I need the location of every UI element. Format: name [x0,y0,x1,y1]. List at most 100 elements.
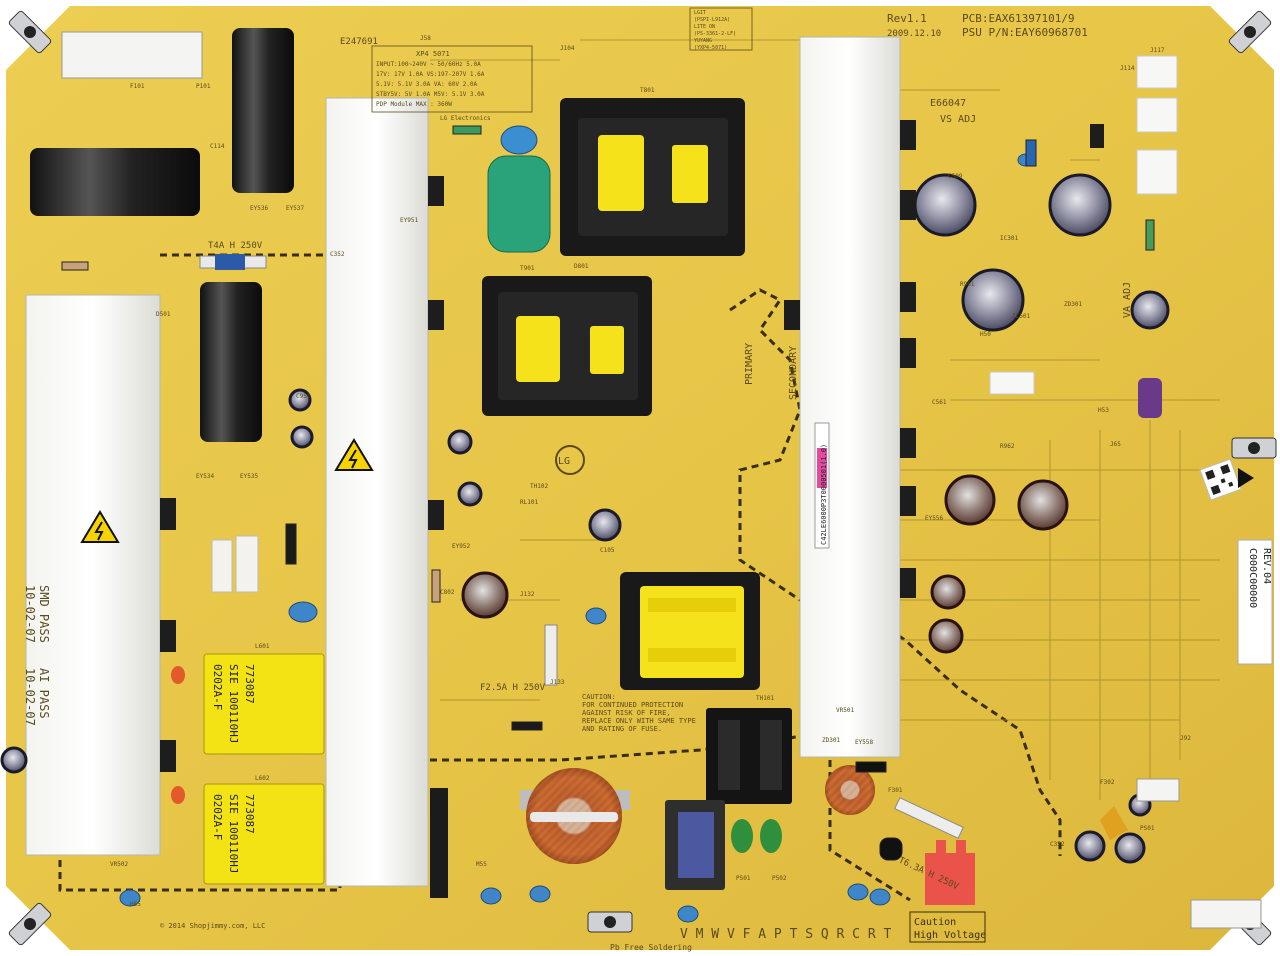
reference-designator: C802 [440,589,455,596]
model-line: YUYANG [694,38,712,44]
date-label: 2009.12.10 [887,29,941,39]
reference-designator: T901 [520,265,535,272]
svg-text:LG: LG [558,456,570,467]
reference-designator: J92 [1180,735,1191,742]
reference-designator: PS01 [1140,825,1155,832]
svg-text:773087: 773087 [243,664,256,704]
reference-designator: TH102 [530,483,548,490]
va-adj-label: VA ADJ [1122,282,1133,318]
small-components [61,125,1155,861]
svg-text:AND RATING OF FUSE.: AND RATING OF FUSE. [582,725,662,733]
mount-corners [6,6,1277,950]
spec-row: STBY5V: 5V 1.0A M5V: 5.1V 3.0A [376,91,485,98]
model-line: (YXP4-5071) [694,45,727,51]
model-line: LITE ON [694,24,715,30]
heatsink-right [799,36,901,758]
reference-designator: F301 [888,787,903,794]
copyright-label: © 2014 Shopjimmy.com, LLC [160,922,265,930]
spec-row: 5.1V: 5.1V 3.0A VA: 60V 2.0A [376,81,478,88]
lg-logo: LG [555,445,585,475]
svg-text:AI PASS: AI PASS [37,668,51,719]
reference-designator: C352 [330,251,345,258]
vs-adj-label: VS ADJ [940,114,976,125]
reference-designator: EY537 [286,205,304,212]
spec-row: INPUT:100~240V ~ 50/60Hz 5.0A [376,61,481,68]
transformer-t901 [560,98,745,256]
reference-designator: TH101 [756,695,774,702]
svg-text:0202A-F: 0202A-F [211,664,224,710]
x-cap-text: 0202A-F SIE 100110HJ 773087 0202A-F SIE … [211,664,256,873]
reference-designator: IC301 [1000,235,1018,242]
svg-text:10-02-07: 10-02-07 [23,668,37,726]
reference-designator: L601 [255,643,270,650]
pass-stamps: SMD PASS 10-02-07 AI PASS 10-02-07 [23,585,51,726]
radial-capacitors [0,173,1170,864]
reference-designator: D801 [574,263,589,270]
primary-label: PRIMARY [744,343,755,385]
rev-label: Rev1.1 [887,12,927,25]
reference-designator: J132 [520,591,535,598]
reference-designator: H50 [980,331,991,338]
ceramic-resistors [211,55,1178,593]
model-line: LGIT [694,10,706,16]
warning-icon [80,438,374,543]
reference-designator: RL101 [520,499,538,506]
spec-table: XP4 5071 INPUT:100~240V ~ 50/60Hz 5.0A 1… [371,45,533,122]
ceramic-capacitors-red [171,666,1128,840]
svg-text:SMD PASS: SMD PASS [37,585,51,643]
reference-designator: R961 [960,281,975,288]
reference-designator: P502 [772,875,787,882]
silkscreen-text: Rev1.1 PCB:EAX61397101/9 2009.12.10 PSU … [160,12,1133,952]
reference-designator: J117 [1150,47,1165,54]
reference-designator: VR501 [836,707,854,714]
svg-text:773087: 773087 [243,794,256,834]
bulk-capacitors [30,28,294,442]
relays [430,708,792,898]
reference-designator: EY556 [925,515,943,522]
reference-designator: EY535 [240,473,258,480]
svg-text:C000C00000: C000C00000 [1247,548,1258,608]
reference-designator: EY534 [196,473,214,480]
reference-designator: C561 [932,399,947,406]
reference-designator: J104 [560,45,575,52]
reference-designator: R962 [1000,443,1015,450]
connectors [61,31,1262,929]
serial-sticker-text: C42LE6000P3T0000501(1.0) [820,444,828,545]
reference-designator: T801 [640,87,655,94]
transformer-standby [620,572,760,690]
reference-designator: EY536 [250,205,268,212]
reference-designator: F101 [130,83,145,90]
ul-cert-label: E66047 [930,98,966,109]
test-points-label: V M W V F A P T S Q R C R T [680,927,891,942]
reference-designator: H55 [130,901,141,908]
spec-row: 17V: 17V 1.0A VS:197-207V 1.6A [376,71,485,78]
reference-designator: C114 [210,143,225,150]
reference-designator: J114 [1120,65,1135,72]
svg-text:FOR CONTINUED PROTECTION: FOR CONTINUED PROTECTION [582,701,683,709]
svg-text:0202A-F: 0202A-F [211,794,224,840]
svg-text:REPLACE ONLY WITH SAME TYPE: REPLACE ONLY WITH SAME TYPE [582,717,696,725]
brand-label: LG Electronics [440,115,491,122]
pcb-id-label: PCB:EAX61397101/9 [962,12,1075,25]
svg-text:CAUTION:: CAUTION: [582,693,616,701]
caution-high-voltage: Caution High Voltage [909,911,986,943]
ceramic-capacitors [119,153,1035,923]
model-line: (PS-3361-2-LF) [694,31,736,37]
reference-designator: L602 [255,775,270,782]
spec-row: PDP Module MAX : 360W [376,101,452,108]
cert-label: E247691 [340,37,378,47]
spec-title: XP4 5071 [416,50,450,58]
reference-designator: EY951 [400,217,418,224]
reference-designator: C105 [600,547,615,554]
svg-text:10-02-07: 10-02-07 [23,585,37,643]
reference-designator: J133 [550,679,565,686]
reference-designator: EY558 [855,739,873,746]
model-box: LGIT (PSPI-L912A) LITE ON (PS-3361-2-LF)… [689,7,753,51]
svg-text:SIE 100110HJ: SIE 100110HJ [227,794,240,873]
reference-designator: F302 [1100,779,1115,786]
fuses [199,254,964,839]
thermistors [731,819,782,853]
reference-designator: IC501 [1012,313,1030,320]
